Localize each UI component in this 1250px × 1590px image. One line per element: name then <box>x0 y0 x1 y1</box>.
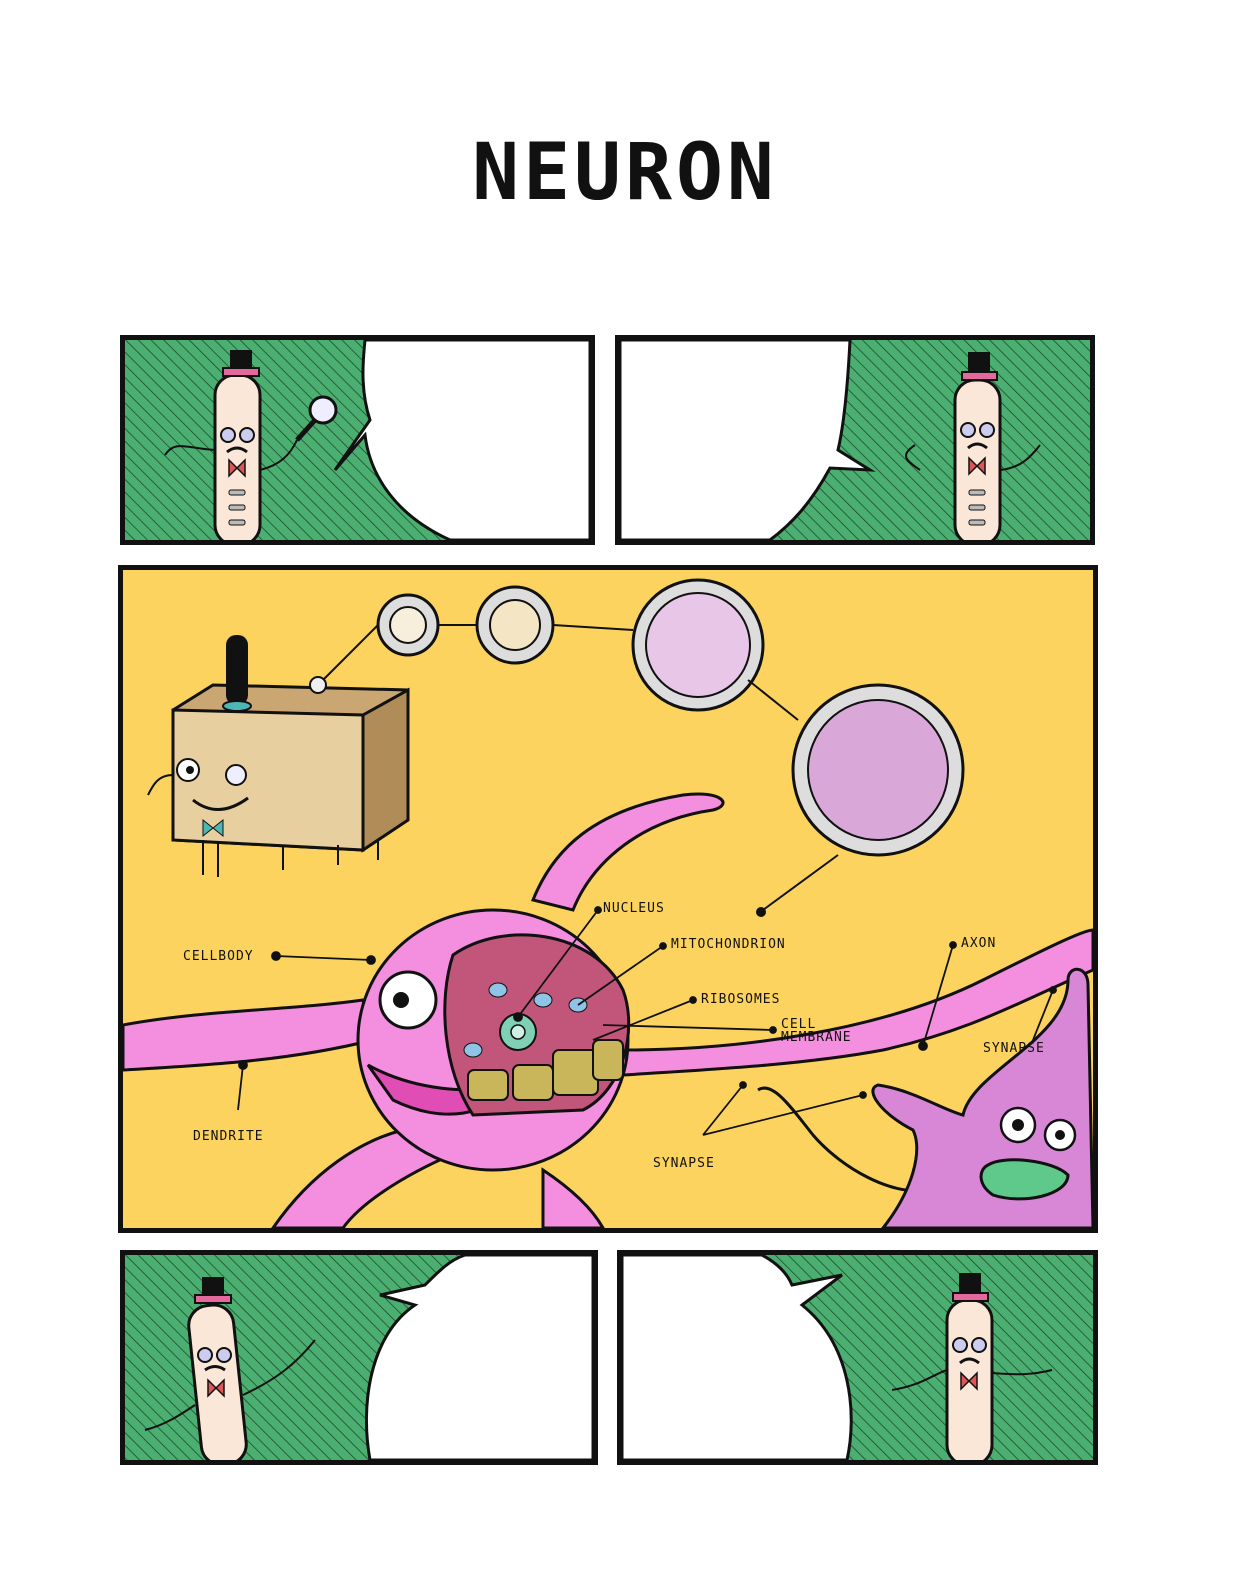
label-cell-membrane-line1: CELL <box>781 1017 816 1032</box>
bacterium-character-waving <box>905 352 1041 540</box>
axon-shape <box>621 928 1093 1077</box>
neuron-diagram-art: CELLBODY NUCLEUS MITOCHONDRION RIBOSOMES… <box>123 570 1093 1228</box>
label-axon: AXON <box>961 936 996 951</box>
bacterium-character-reaching <box>144 1277 316 1460</box>
page-title: NEURON <box>472 128 778 218</box>
panel-art-top-left <box>125 340 590 540</box>
bacterium-character-arms-wide <box>891 1273 1053 1460</box>
speech-bubble-empty <box>333 340 590 540</box>
label-nucleus: NUCLEUS <box>603 901 665 916</box>
second-neuron-character <box>757 967 1093 1228</box>
panel-art-bottom-right <box>622 1255 1093 1460</box>
speech-bubble-empty <box>364 1255 593 1460</box>
label-leader-lines <box>237 906 1057 1136</box>
label-synapse-right: SYNAPSE <box>983 1041 1045 1056</box>
label-synapse-left: SYNAPSE <box>653 1156 715 1171</box>
comic-panel-top-right <box>615 335 1095 545</box>
label-ribosomes: RIBOSOMES <box>701 992 780 1007</box>
panel-art-bottom-left <box>125 1255 593 1460</box>
comic-panel-bottom-right <box>617 1250 1098 1465</box>
panel-art-top-right <box>620 340 1090 540</box>
neuron-character <box>123 792 1093 1228</box>
comic-panel-neuron-diagram: CELLBODY NUCLEUS MITOCHONDRION RIBOSOMES… <box>118 565 1098 1233</box>
speech-bubble-empty <box>622 1255 853 1460</box>
bacterium-character-with-magnifier <box>164 350 338 540</box>
magnification-sequence <box>322 578 965 917</box>
label-cell-membrane-line2: MEMBRANE <box>781 1030 852 1045</box>
comic-panel-bottom-left <box>120 1250 598 1465</box>
label-dendrite: DENDRITE <box>193 1129 264 1144</box>
label-mitochondrion: MITOCHONDRION <box>671 937 786 952</box>
speech-bubble-empty <box>620 340 876 540</box>
cube-cell-character <box>147 635 410 877</box>
comic-panel-top-left <box>120 335 595 545</box>
label-cell-body: CELLBODY <box>183 949 254 964</box>
